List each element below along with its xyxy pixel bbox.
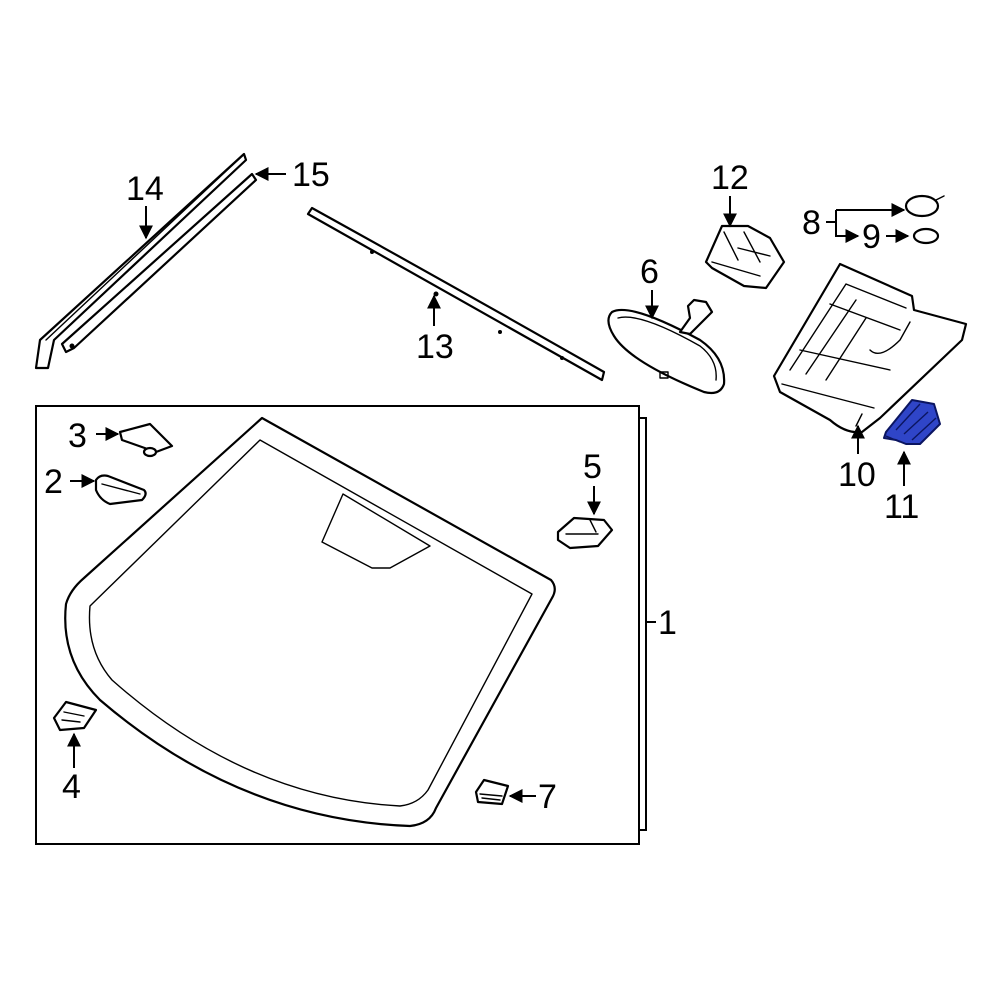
callout-15: 15 xyxy=(292,156,330,194)
leader-line-1 xyxy=(640,417,647,831)
callout-1: 1 xyxy=(658,604,677,642)
windshield-glass[interactable] xyxy=(64,416,556,828)
callout-3: 3 xyxy=(68,417,87,455)
part-8-fastener[interactable] xyxy=(904,194,945,218)
callout-9: 9 xyxy=(862,218,881,256)
part-7-connector[interactable] xyxy=(474,778,510,806)
part-13-molding-strip[interactable] xyxy=(306,206,606,382)
callout-10: 10 xyxy=(838,456,876,494)
part-6-mirror[interactable] xyxy=(607,298,726,395)
callout-6: 6 xyxy=(640,253,659,291)
callout-11: 11 xyxy=(884,488,919,526)
part-11-bracket-highlighted[interactable] xyxy=(883,399,941,445)
part-12-sensor[interactable] xyxy=(704,224,786,290)
callout-13: 13 xyxy=(416,328,454,366)
part-3-sensor-cover[interactable] xyxy=(118,422,174,458)
windshield-group-box xyxy=(35,405,640,845)
part-9-seal[interactable] xyxy=(912,227,940,245)
callout-7: 7 xyxy=(538,778,557,816)
leader-line-8 xyxy=(835,210,860,243)
callout-2: 2 xyxy=(44,463,63,501)
callout-5: 5 xyxy=(583,448,602,486)
part-10-cover[interactable] xyxy=(772,262,968,434)
callout-12: 12 xyxy=(711,159,749,197)
part-4-clip[interactable] xyxy=(52,700,98,732)
part-14-molding[interactable] xyxy=(34,152,248,370)
callout-4: 4 xyxy=(62,768,81,806)
callout-8: 8 xyxy=(802,204,821,242)
part-5-bracket[interactable] xyxy=(556,516,614,550)
part-2-bracket[interactable] xyxy=(94,474,147,506)
callout-14: 14 xyxy=(126,170,164,208)
